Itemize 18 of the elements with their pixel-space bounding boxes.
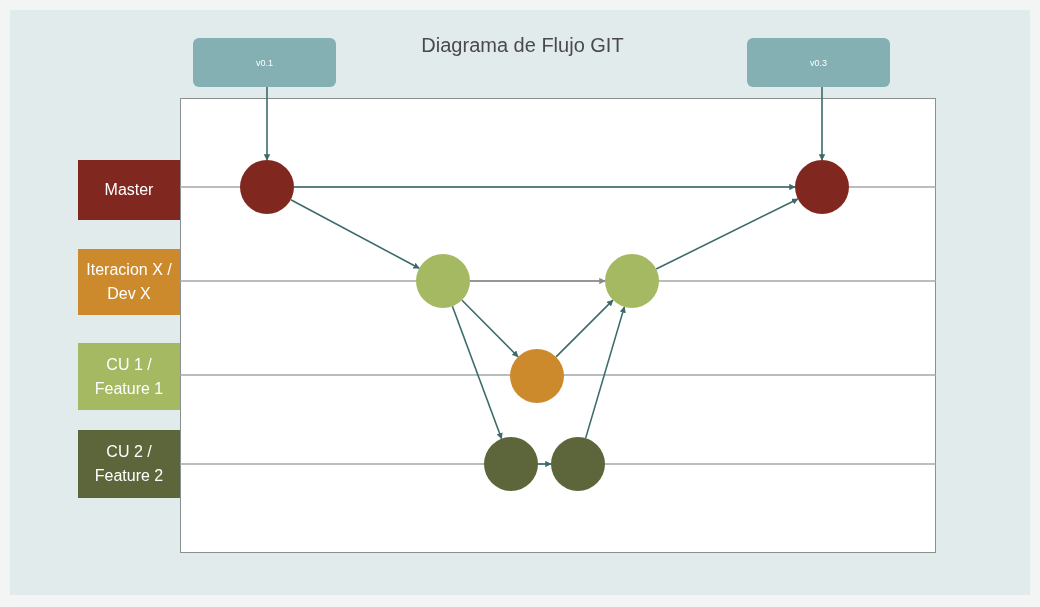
branch-label: CU 1 / Feature 1 [78,343,180,410]
diagram-title: Diagrama de Flujo GIT [420,34,625,57]
arrow [584,306,626,439]
arrow [469,277,606,285]
branch-label: Master [78,160,180,220]
arrow [290,198,420,270]
arrow [655,198,799,270]
arrow [263,86,271,161]
arrow [293,183,796,191]
tag-box: v0.1 [193,38,336,87]
arrow [818,86,826,161]
tag-box: v0.3 [747,38,890,87]
arrow [461,299,519,358]
branch-label: CU 2 / Feature 2 [78,430,180,498]
branch-label: Iteracion X / Dev X [78,249,180,315]
arrow [537,460,552,468]
arrow [555,299,614,358]
arrow [451,305,503,440]
